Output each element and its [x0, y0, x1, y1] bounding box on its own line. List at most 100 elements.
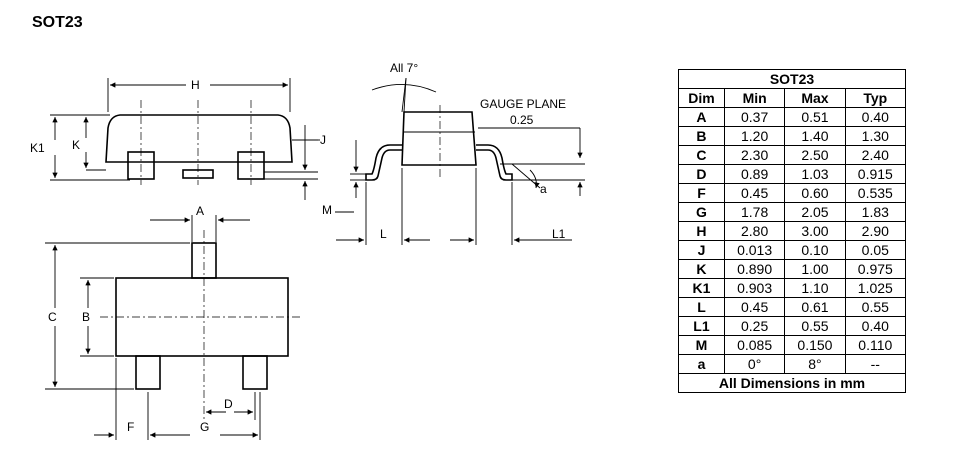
value-cell: 1.20: [723, 126, 786, 146]
label-g: G: [200, 420, 209, 434]
label-l: L: [380, 227, 387, 241]
value-cell: 0.110: [844, 335, 907, 355]
table-caption: SOT23: [678, 69, 906, 89]
value-cell: 0.535: [844, 183, 907, 203]
value-cell: 1.40: [784, 126, 846, 146]
value-cell: 0.60: [784, 183, 846, 203]
dim-cell: a: [678, 354, 725, 374]
value-cell: 0.89: [723, 164, 786, 184]
value-cell: 1.025: [844, 278, 907, 298]
value-cell: 2.40: [844, 145, 907, 165]
value-cell: 1.83: [844, 202, 907, 222]
value-cell: 0.40: [844, 107, 907, 127]
value-cell: 0.915: [844, 164, 907, 184]
value-cell: 0.45: [723, 297, 786, 317]
value-cell: --: [844, 354, 907, 374]
value-cell: 0.40: [844, 316, 907, 336]
value-cell: 2.50: [784, 145, 846, 165]
top-lead-left: [135, 355, 161, 390]
value-cell: 1.78: [723, 202, 786, 222]
label-k: K: [72, 138, 80, 152]
side-view: All 7° GAUGE PLANE 0.25 a M L L1: [322, 61, 585, 245]
value-cell: 8°: [784, 354, 846, 374]
value-cell: 1.30: [844, 126, 907, 146]
label-l1: L1: [552, 227, 566, 241]
label-k1: K1: [30, 141, 45, 155]
label-c: C: [48, 310, 57, 324]
label-m: M: [322, 203, 332, 217]
value-cell: 0.150: [784, 335, 846, 355]
value-cell: 0.890: [723, 259, 786, 279]
value-cell: 0.05: [844, 240, 907, 260]
label-angle: All 7°: [390, 61, 418, 75]
table-header-cell: Dim: [678, 88, 725, 108]
top-view: A C B D F G: [45, 204, 300, 440]
table-header-cell: Typ: [844, 88, 907, 108]
label-gauge-plane: GAUGE PLANE: [480, 97, 566, 111]
value-cell: 0.013: [723, 240, 786, 260]
value-cell: 1.10: [784, 278, 846, 298]
label-h: H: [191, 78, 200, 92]
value-cell: 0°: [723, 354, 786, 374]
label-a: a: [540, 182, 547, 196]
value-cell: 0.25: [723, 316, 786, 336]
label-b: B: [82, 310, 90, 324]
dim-cell: G: [678, 202, 725, 222]
value-cell: 0.55: [844, 297, 907, 317]
dim-cell: J: [678, 240, 725, 260]
dim-cell: L1: [678, 316, 725, 336]
value-cell: 0.37: [723, 107, 786, 127]
top-lead-right: [242, 355, 268, 390]
value-cell: 3.00: [784, 221, 846, 241]
table-footer: All Dimensions in mm: [678, 373, 906, 393]
label-a-dim: A: [196, 204, 204, 218]
value-cell: 2.05: [784, 202, 846, 222]
dim-cell: A: [678, 107, 725, 127]
front-view: H K1 K J: [30, 78, 326, 200]
dim-cell: K: [678, 259, 725, 279]
label-d: D: [224, 397, 233, 411]
dim-cell: L: [678, 297, 725, 317]
dim-cell: C: [678, 145, 725, 165]
value-cell: 1.00: [784, 259, 846, 279]
dim-cell: D: [678, 164, 725, 184]
dim-cell: H: [678, 221, 725, 241]
value-cell: 0.45: [723, 183, 786, 203]
label-gauge-value: 0.25: [510, 113, 534, 127]
value-cell: 2.90: [844, 221, 907, 241]
dim-cell: M: [678, 335, 725, 355]
page-title: SOT23: [32, 14, 83, 31]
value-cell: 2.80: [723, 221, 786, 241]
label-f: F: [127, 420, 134, 434]
value-cell: 0.61: [784, 297, 846, 317]
table-header-cell: Max: [784, 88, 846, 108]
side-body: [401, 111, 477, 166]
value-cell: 0.975: [844, 259, 907, 279]
dim-cell: F: [678, 183, 725, 203]
value-cell: 2.30: [723, 145, 786, 165]
value-cell: 1.03: [784, 164, 846, 184]
value-cell: 0.10: [784, 240, 846, 260]
label-j: J: [320, 133, 326, 147]
dim-cell: K1: [678, 278, 725, 298]
value-cell: 0.55: [784, 316, 846, 336]
value-cell: 0.085: [723, 335, 786, 355]
